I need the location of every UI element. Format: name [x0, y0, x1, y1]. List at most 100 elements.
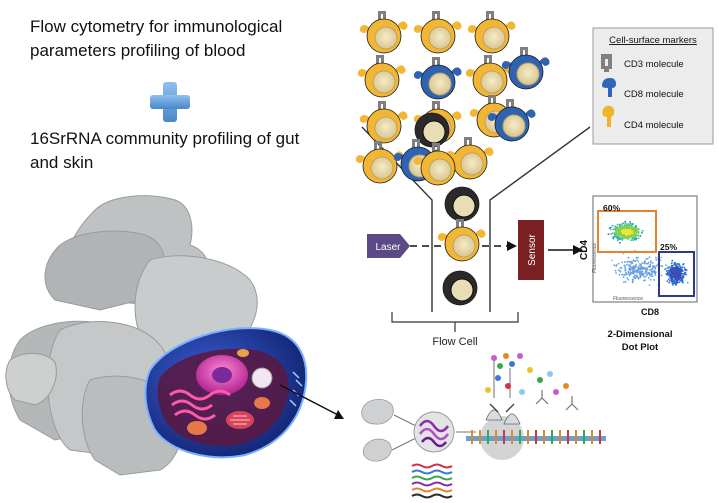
- dot-plot-point: [610, 233, 612, 235]
- dot-plot-point: [672, 264, 674, 267]
- dot-plot-point: [671, 281, 673, 284]
- dot-plot-point: [677, 266, 679, 269]
- dot-plot-point: [622, 222, 625, 225]
- dot-plot-point: [666, 280, 669, 283]
- dot-plot-point: [654, 266, 656, 268]
- dot-plot-point: [635, 228, 638, 231]
- dot-plot-point: [651, 275, 654, 277]
- dot-plot-point: [664, 268, 667, 270]
- dot-plot-point: [628, 274, 631, 277]
- dot-plot-point: [676, 275, 679, 278]
- dot-plot-caption-1: 2-Dimensional: [608, 329, 673, 340]
- dot-plot-point: [668, 281, 671, 284]
- dot-plot-point: [627, 224, 630, 227]
- pipeline-arrow-2: [391, 437, 417, 451]
- dot-plot-point: [641, 262, 644, 265]
- dna-extraction-icon: [413, 411, 455, 453]
- cd8-icon: [602, 78, 616, 97]
- dot-plot-point: [670, 270, 673, 273]
- dot-plot-point: [672, 284, 674, 286]
- dot-plot-point: [674, 282, 676, 285]
- dot-plot-point: [617, 228, 620, 231]
- dot-plot-point: [636, 259, 638, 261]
- dot-plot-point: [614, 226, 617, 228]
- cell-to-sample-arrowhead: [334, 410, 344, 419]
- dot-plot-point: [665, 264, 667, 266]
- t-cell: [501, 47, 550, 90]
- dot-plot-point: [643, 275, 646, 278]
- dot-plot-point: [638, 272, 641, 275]
- dot-plot-point: [621, 234, 624, 236]
- dot-plot-point: [616, 235, 618, 238]
- dot-plot-point: [660, 274, 663, 277]
- dot-plot-point: [669, 279, 671, 282]
- dot-plot-point: [679, 279, 682, 282]
- dot-plot-point: [634, 234, 636, 237]
- dot-plot-point: [637, 237, 640, 240]
- dot-plot-point: [674, 269, 677, 272]
- dot-plot-point: [626, 263, 628, 266]
- dot-plot-point: [615, 228, 618, 231]
- dot-plot-ylabel: CD4: [579, 240, 590, 260]
- dot-plot-point: [628, 226, 631, 229]
- dot-plot-point: [631, 262, 634, 265]
- laser-beam-arrowhead: [507, 241, 517, 251]
- dot-plot-point: [639, 275, 642, 277]
- dot-plot-point: [637, 266, 640, 269]
- cd3-icon: [601, 54, 612, 72]
- sensor-box: [518, 220, 544, 280]
- dot-plot-point: [635, 275, 638, 278]
- dot-plot-point: [617, 269, 620, 272]
- dot-plot-point: [629, 273, 632, 276]
- dot-plot-point: [624, 267, 627, 270]
- dot-plot-point: [634, 274, 636, 277]
- dot-plot-point: [628, 233, 631, 236]
- dot-plot-point: [670, 267, 673, 270]
- body-silhouettes-illustration: [5, 195, 258, 476]
- dot-plot-point: [637, 230, 640, 233]
- dot-plot-point: [615, 272, 617, 274]
- dot-plot-point: [635, 256, 638, 259]
- dot-plot-point: [624, 237, 626, 240]
- dot-plot-point: [675, 265, 678, 268]
- dot-plot-point: [672, 279, 675, 282]
- dot-plot-point: [673, 267, 676, 270]
- dot-plot-point: [649, 262, 652, 264]
- dot-plot-point: [631, 280, 634, 283]
- dot-plot-point: [617, 233, 619, 236]
- dot-plot-point: [660, 256, 663, 259]
- dot-plot-point: [674, 273, 677, 276]
- dot-plot-point: [633, 265, 635, 267]
- dot-plot-point: [671, 269, 674, 271]
- dot-plot-point: [638, 265, 640, 267]
- dot-plot-point: [620, 223, 623, 226]
- dot-plot-point: [608, 227, 611, 229]
- marker-legend: Cell-surface markers CD3 molecule CD8 mo…: [592, 27, 714, 145]
- dot-plot-point: [642, 266, 645, 269]
- flow-cell-bracket: [391, 312, 519, 332]
- dot-plot-point: [673, 263, 676, 266]
- dot-plot-point: [616, 230, 619, 233]
- dot-plot-point: [624, 222, 627, 225]
- dot-plot-point: [671, 273, 674, 276]
- t-cell: [414, 112, 450, 148]
- dot-plot-point: [670, 280, 673, 282]
- dot-plot-point: [673, 274, 676, 277]
- dot-plot-point: [614, 269, 617, 272]
- dot-plot-point: [636, 269, 639, 271]
- dot-plot-point: [681, 270, 684, 272]
- dot-plot-point: [631, 237, 634, 240]
- dot-plot-caption-2: Dot Plot: [622, 342, 659, 353]
- sample-blobs-illustration: [361, 399, 394, 462]
- nucleotide-beads-illustration: [485, 353, 579, 411]
- dot-plot-point: [675, 271, 678, 274]
- dot-plot-point: [677, 262, 679, 265]
- dot-plot-point: [678, 271, 681, 274]
- dot-plot-point: [623, 225, 626, 228]
- dot-plot-point: [624, 233, 627, 236]
- dot-plot-point: [624, 266, 626, 269]
- pipeline-arrow-1: [393, 414, 417, 427]
- dot-plot-point: [654, 267, 657, 270]
- dot-plot-point: [617, 226, 619, 229]
- dot-plot-point: [656, 263, 659, 266]
